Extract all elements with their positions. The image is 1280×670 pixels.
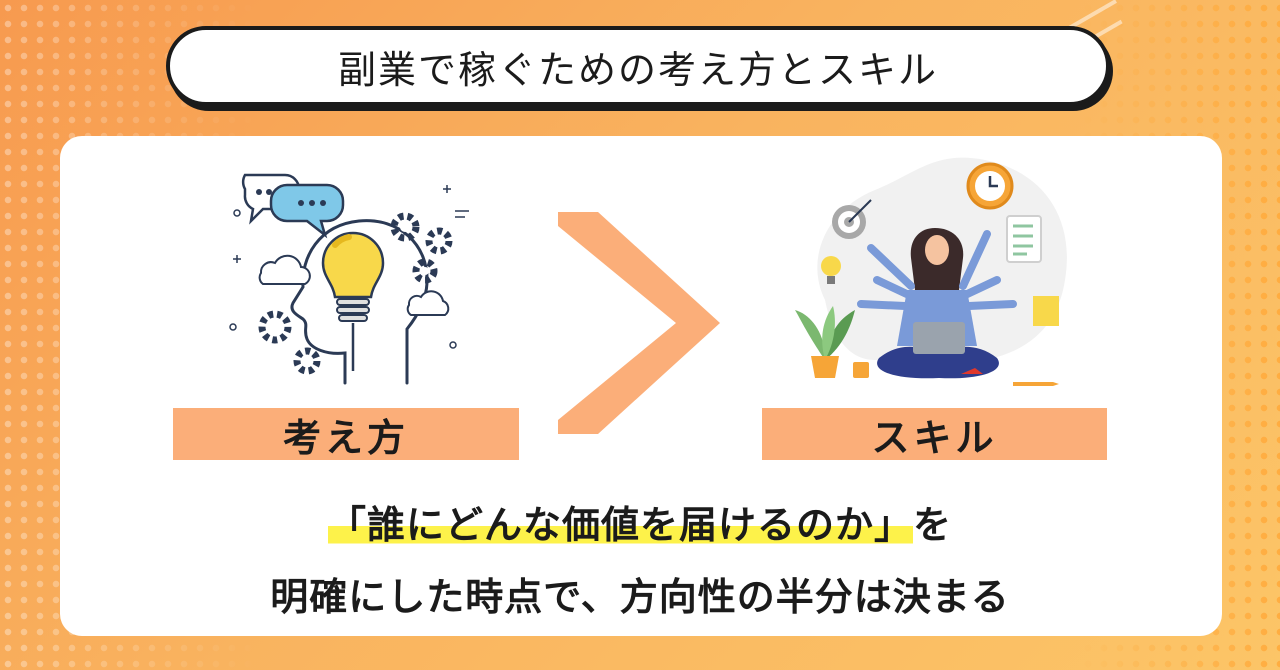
lightbulb-icon [321,231,385,371]
greater-than-chevron [558,212,720,434]
cloud-icon [406,290,450,316]
highlighted-question: 「誰にどんな価値を届けるのか」 [327,503,913,547]
skill-label-box: スキル [762,408,1107,460]
target-icon [832,199,872,239]
cloud-icon [258,254,311,285]
lightbulb-icon [821,256,841,284]
speech-bubble-icon [269,183,345,239]
sticky-note-icon [1033,296,1059,326]
page-title-banner: 副業で稼ぐための考え方とスキル [166,26,1110,106]
clock-icon [966,162,1014,210]
mindset-label-box: 考え方 [173,408,519,460]
skill-label: スキル [871,415,998,460]
multitasking-woman-laptop-illustration [795,157,1067,386]
page-title: 副業で稼ぐための考え方とスキル [337,47,938,92]
woman-figure [857,228,1017,379]
message-line-1: 「誰にどんな価値を届けるのか」を [0,494,1280,549]
sparkle-icon [229,185,469,349]
mindset-label: 考え方 [282,415,409,460]
checklist-icon [1006,215,1042,263]
message-line-2: 明確にした時点で、方向性の半分は決まる [0,566,1280,621]
plant-icon [795,306,855,378]
mug-icon [853,362,869,378]
message-line-1-rest: を [913,503,953,547]
gear-icon [258,212,453,375]
pencil-icon [1013,382,1059,386]
head-lightbulb-gears-illustration [229,173,469,385]
message-line-2-text: 明確にした時点で、方向性の半分は決まる [270,575,1010,619]
